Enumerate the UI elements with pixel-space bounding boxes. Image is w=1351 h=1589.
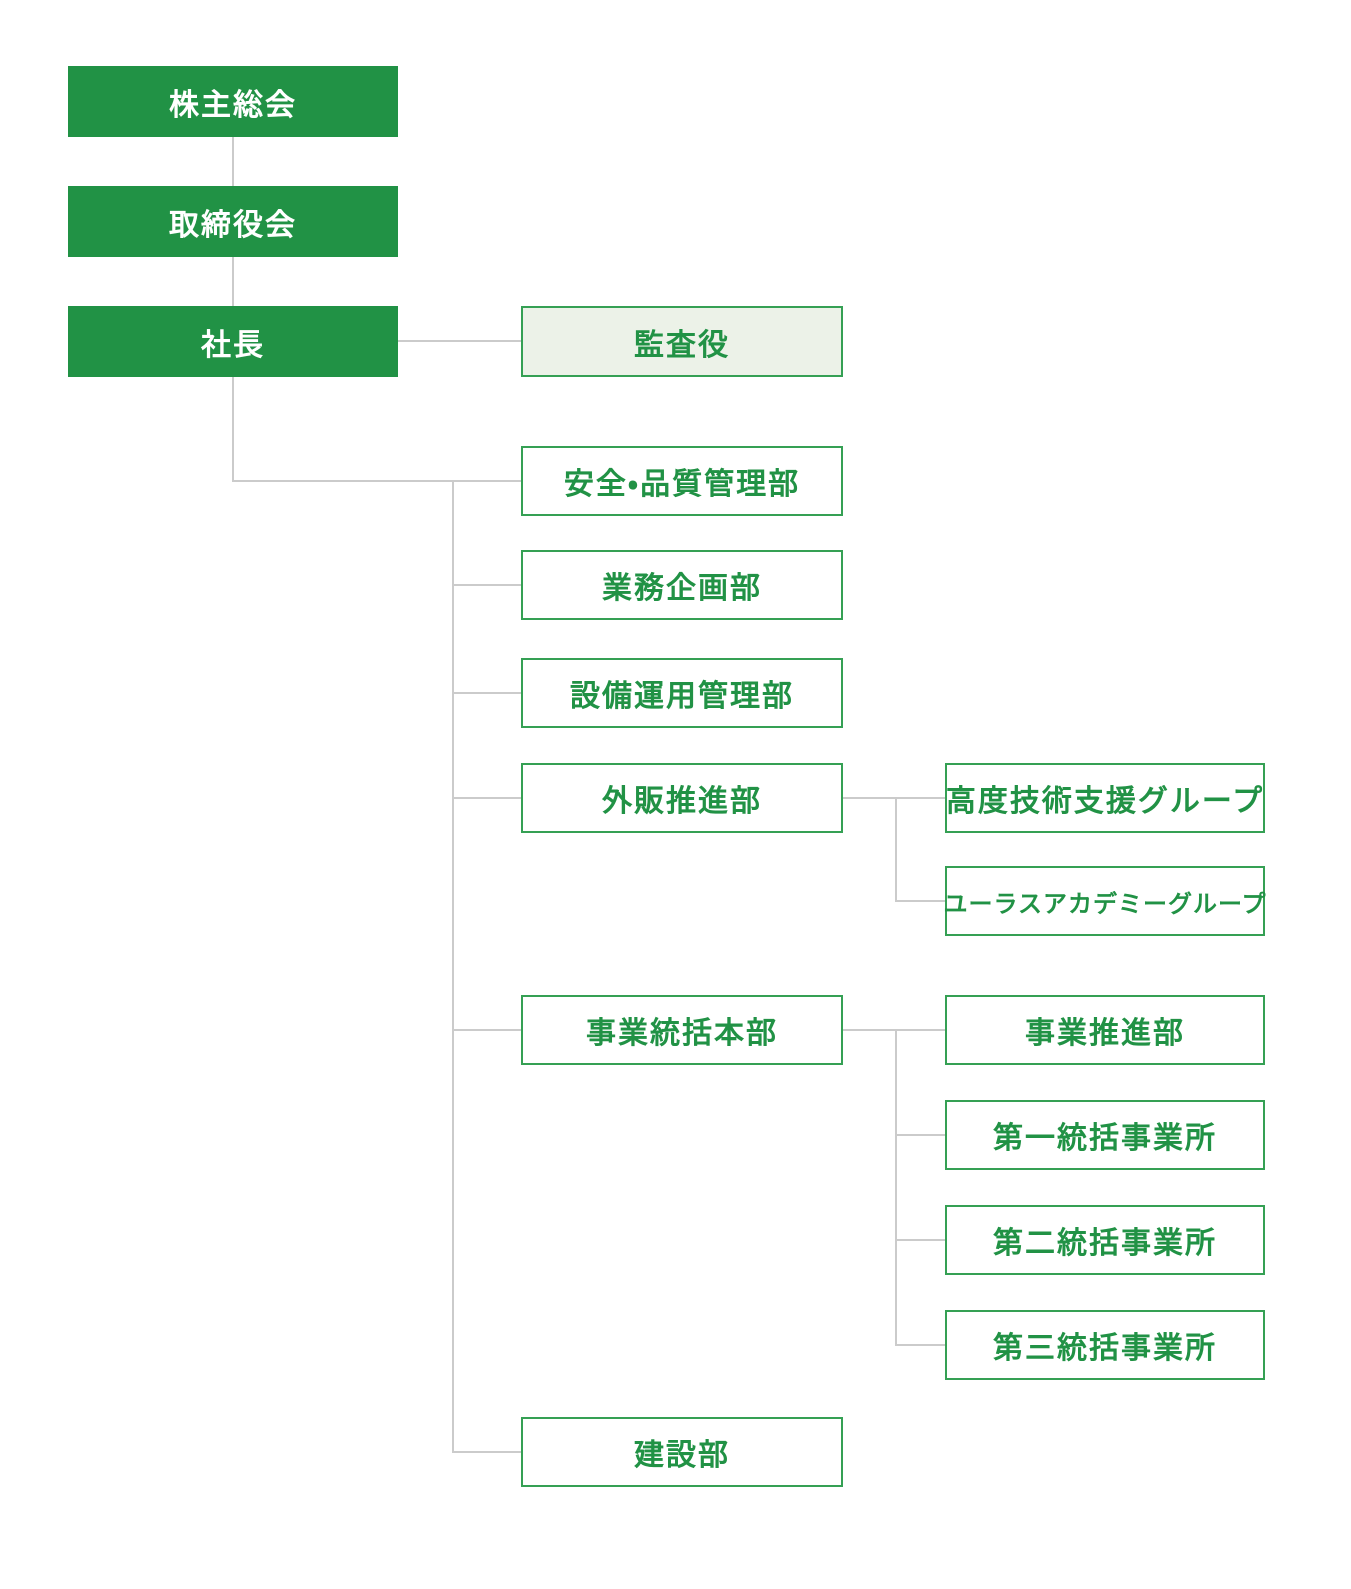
node-construction-dept: 建設部 [521,1417,843,1487]
connector-sales-to-tech [843,797,945,799]
connector-to-business-hq [452,1029,521,1031]
connector-to-safety [232,480,521,482]
connector-to-office1 [895,1134,945,1136]
node-third-management-office: 第三統括事業所 [945,1310,1265,1380]
connector-hq-subtrunk [895,1029,897,1346]
connector-main-trunk [452,480,454,1453]
connector-shareholders-board [232,137,234,186]
node-second-management-office: 第二統括事業所 [945,1205,1265,1275]
connector-to-construction [452,1451,521,1453]
node-auditor: 監査役 [521,306,843,377]
connector-to-office2 [895,1239,945,1241]
node-eurus-academy-group: ユーラスアカデミーグループ [943,866,1266,936]
connector-president-drop [232,377,234,482]
node-advanced-tech-support-group: 高度技術支援グループ [945,763,1265,833]
connector-to-academy [895,900,945,902]
connector-to-office3 [895,1344,945,1346]
node-first-management-office: 第一統括事業所 [945,1100,1265,1170]
connector-to-planning [452,584,521,586]
node-business-promotion-dept: 事業推進部 [945,995,1265,1065]
node-external-sales-dept: 外販推進部 [521,763,843,833]
node-shareholders-meeting: 株主総会 [68,66,398,137]
connector-president-auditor [398,340,521,342]
node-board-of-directors: 取締役会 [68,186,398,257]
node-facility-operation-dept: 設備運用管理部 [521,658,843,728]
connector-board-president [232,257,234,306]
node-business-management-hq: 事業統括本部 [521,995,843,1065]
node-business-planning-dept: 業務企画部 [521,550,843,620]
connector-sales-subtrunk [895,797,897,902]
node-safety-quality-dept: 安全・品質管理部 [521,446,843,516]
connector-to-facility [452,692,521,694]
connector-to-sales [452,797,521,799]
connector-hq-to-promotion [843,1029,945,1031]
node-president: 社長 [68,306,398,377]
